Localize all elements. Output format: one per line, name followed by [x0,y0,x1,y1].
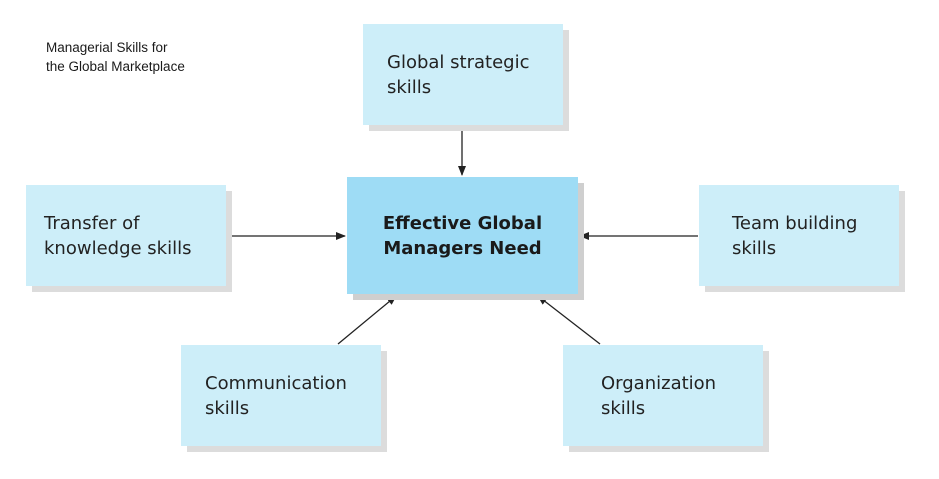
diagram-caption: Managerial Skills for the Global Marketp… [46,38,185,76]
organization-line-1: Organization [601,372,717,394]
organization-skills-box: Organization skills [563,345,763,446]
arrow-bottom-right-to-center [537,295,601,345]
center-line-2: Managers Need [383,237,542,259]
team-building-skills-box: Team building skills [699,185,899,286]
team-building-line-1: Team building [732,212,858,234]
team-building-line-2: skills [732,237,777,259]
caption-line-2: the Global Marketplace [46,59,185,74]
communication-skills-box: Communication skills [181,345,381,446]
transfer-knowledge-line-1: Transfer of [44,212,140,234]
communication-line-1: Communication [205,372,347,394]
effective-global-managers-box: Effective Global Managers Need [347,177,578,294]
caption-line-1: Managerial Skills for [46,40,168,55]
arrow-bottom-left-to-center [337,295,397,345]
transfer-knowledge-line-2: knowledge skills [44,237,192,259]
center-line-1: Effective Global [382,212,543,234]
organization-line-2: skills [601,397,646,419]
global-strategic-skills-box: Global strategic skills [363,24,563,125]
global-strategic-line-2: skills [387,76,432,98]
transfer-of-knowledge-skills-box: Transfer of knowledge skills [26,185,226,286]
communication-line-2: skills [205,397,250,419]
global-strategic-line-1: Global strategic [387,51,530,73]
